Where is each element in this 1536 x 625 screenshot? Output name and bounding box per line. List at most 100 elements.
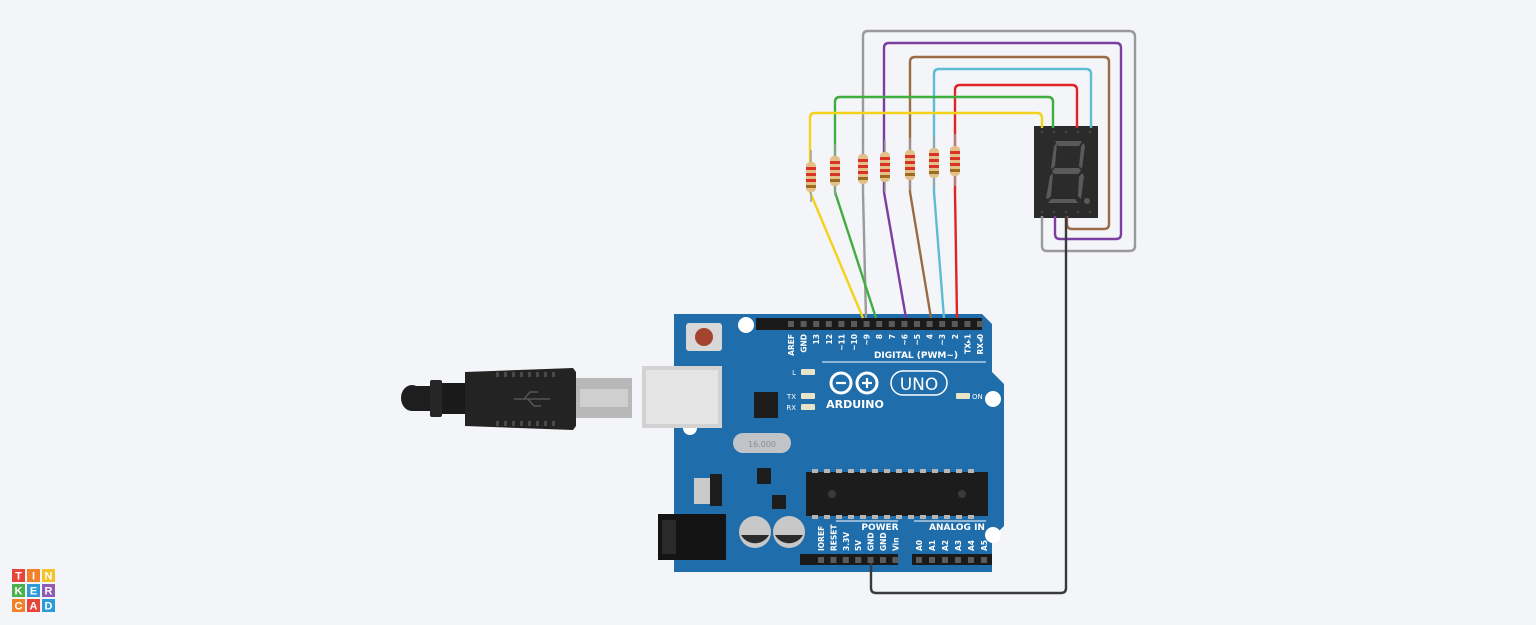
digital-pin-label: 13 (812, 334, 821, 344)
digital-pin-label: 4 (926, 334, 935, 339)
digital-pin-label: ~11 (837, 334, 846, 351)
wire-brown[interactable] (908, 55, 1111, 319)
power-barrel-jack (658, 514, 726, 560)
wire-yellow[interactable] (808, 111, 1044, 319)
digital-pin-label: ~5 (913, 334, 922, 346)
analog-pin-hole[interactable] (955, 557, 961, 563)
digital-pin-hole[interactable] (901, 321, 908, 327)
digital-pin-label: 8 (875, 334, 884, 339)
digital-pin-holes (788, 321, 983, 327)
logo-tile (27, 569, 40, 582)
crystal: 16.000 (733, 433, 791, 453)
digital-pin-hole[interactable] (825, 321, 832, 327)
logo-letter: E (30, 586, 37, 598)
analog-pin-hole[interactable] (916, 557, 922, 563)
digital-pin-hole[interactable] (813, 321, 820, 327)
resistor[interactable] (858, 142, 868, 194)
resistor[interactable] (830, 144, 840, 196)
uno-badge (890, 370, 948, 396)
analog-pin-label: A5 (980, 540, 989, 551)
analog-pin-hole[interactable] (968, 557, 974, 563)
digital-pin-label: TX▸1 (963, 334, 972, 354)
atmega-chip (806, 469, 988, 519)
digital-pin-hole[interactable] (788, 321, 794, 327)
led-l-label: L (792, 369, 796, 377)
digital-pin-hole[interactable] (939, 321, 946, 327)
resistor[interactable] (880, 140, 890, 192)
resistor[interactable] (950, 134, 960, 186)
analog-pin-hole[interactable] (929, 557, 935, 563)
resistor[interactable] (929, 136, 939, 188)
minus-plus-icon (836, 378, 872, 388)
power-pin-hole[interactable] (892, 557, 899, 563)
digital-pin-hole[interactable] (851, 321, 857, 327)
voltage-regulator (694, 474, 722, 506)
power-pin-hole[interactable] (842, 557, 849, 563)
wire-purple[interactable] (882, 41, 1123, 319)
logo-tile (27, 599, 40, 612)
led-l: L (792, 369, 815, 377)
segment-dot (1084, 198, 1090, 204)
digital-pin-label: 2 (951, 334, 960, 339)
power-pin-label: 3.3V (842, 532, 851, 551)
led-on-label: ON (972, 393, 983, 401)
uno-model: UNO (900, 375, 939, 395)
logo-letter: D (45, 601, 53, 613)
analog-pin-hole[interactable] (981, 557, 987, 563)
resistor[interactable] (806, 150, 816, 202)
led-on: ON (956, 393, 983, 401)
digital-header-label: DIGITAL (PWM~) (874, 351, 958, 361)
mounting-hole (738, 317, 754, 333)
digital-pin-label: GND (800, 334, 809, 353)
led-tx: TX (786, 393, 815, 401)
seven-segment-display[interactable] (1034, 126, 1098, 218)
reset-button[interactable] (686, 323, 722, 351)
digital-pin-hole[interactable] (964, 321, 971, 327)
digital-pin-hole[interactable] (977, 321, 983, 327)
analog-pin-hole[interactable] (942, 557, 948, 563)
logo-letter: T (15, 571, 22, 583)
power-pin-hole[interactable] (880, 557, 886, 563)
digital-pin-hole[interactable] (926, 321, 933, 327)
digital-pin-hole[interactable] (800, 321, 807, 327)
capacitor (773, 516, 805, 548)
led-rx: RX (786, 404, 815, 412)
digital-pin-hole[interactable] (876, 321, 883, 327)
usb-b-port (642, 366, 722, 428)
digital-pin-hole[interactable] (914, 321, 920, 327)
arduino-uno-board[interactable]: 16.000 (642, 314, 1004, 572)
analog-pin-header[interactable] (912, 554, 992, 565)
power-pin-hole[interactable] (830, 557, 837, 563)
digital-pin-label: RX◂0 (976, 334, 985, 355)
led-rx-label: RX (786, 404, 796, 412)
logo-letter: R (45, 586, 53, 598)
power-pin-label: 5V (854, 540, 863, 551)
power-pin-hole[interactable] (867, 557, 874, 563)
digital-pin-hole[interactable] (838, 321, 845, 327)
digital-pin-hole[interactable] (888, 321, 895, 327)
wire-green[interactable] (833, 95, 1055, 319)
logo-letter: I (32, 571, 35, 583)
analog-pin-label: A0 (915, 540, 924, 551)
power-pin-header[interactable] (800, 554, 898, 565)
wire-black[interactable] (869, 216, 1068, 595)
digital-pin-label: ~10 (850, 334, 859, 351)
digital-pin-hole[interactable] (951, 321, 958, 327)
digital-pin-hole[interactable] (863, 321, 870, 327)
resistor[interactable] (905, 138, 915, 190)
analog-pin-label: A1 (928, 540, 937, 551)
power-pin-hole[interactable] (818, 557, 824, 563)
analog-pin-label: A4 (967, 540, 976, 551)
logo-letter: K (15, 586, 23, 598)
wire-gray[interactable] (861, 29, 1137, 319)
wire-red[interactable] (953, 83, 1079, 319)
wire-cyan[interactable] (932, 67, 1093, 319)
small-chip (757, 468, 771, 484)
resistor-group[interactable] (806, 134, 960, 202)
usb-cable[interactable] (401, 368, 632, 430)
power-pin-hole[interactable] (855, 557, 862, 563)
arduino-brand: ARDUINO (826, 398, 884, 411)
